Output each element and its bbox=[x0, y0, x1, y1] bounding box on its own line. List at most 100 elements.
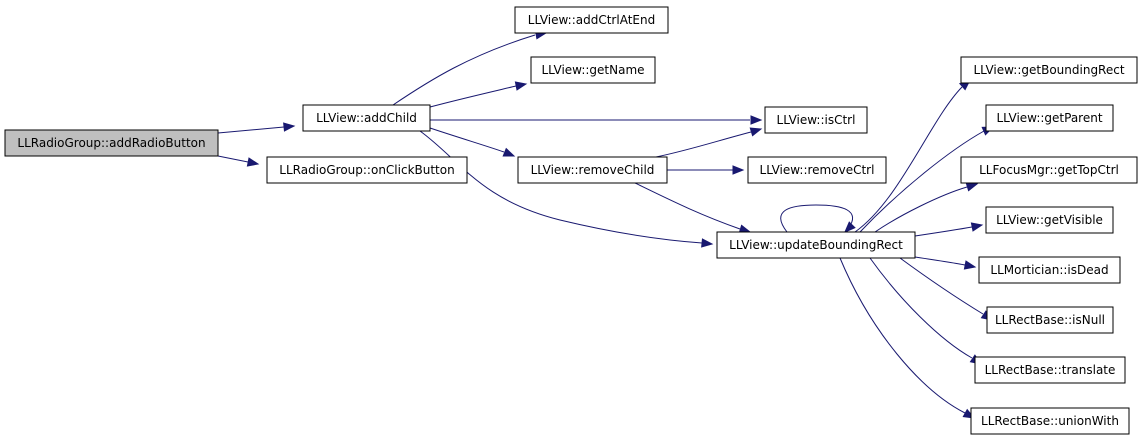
edge-n7-n15 bbox=[869, 257, 983, 365]
arrow-head bbox=[283, 122, 296, 132]
edge-n7-n16 bbox=[839, 257, 976, 419]
node-label: LLView::isCtrl bbox=[777, 113, 856, 127]
node-n12[interactable]: LLView::getVisible bbox=[985, 206, 1114, 234]
nodes-layer: LLRadioGroup::addRadioButton LLView::addC… bbox=[4, 6, 1138, 435]
edge-n6-n8 bbox=[667, 165, 745, 175]
node-n3[interactable]: LLView::addCtrlAtEnd bbox=[514, 6, 669, 34]
edge-n6-n5 bbox=[655, 127, 763, 158]
node-box[interactable] bbox=[986, 306, 1114, 334]
node-n8[interactable]: LLView::removeCtrl bbox=[747, 156, 887, 184]
node-n11[interactable]: LLFocusMgr::getTopCtrl bbox=[960, 156, 1138, 184]
edge-line bbox=[429, 85, 517, 108]
arrow-head bbox=[844, 221, 856, 233]
node-label: LLView::getVisible bbox=[996, 213, 1103, 227]
node-n6[interactable]: LLView::removeChild bbox=[517, 156, 668, 184]
edge-line bbox=[429, 127, 505, 153]
node-label: LLFocusMgr::getTopCtrl bbox=[979, 163, 1119, 177]
edges-layer bbox=[217, 30, 995, 419]
node-label: LLView::removeCtrl bbox=[760, 163, 875, 177]
edge-line bbox=[899, 257, 984, 315]
node-box[interactable] bbox=[985, 206, 1114, 234]
edge-n7-n13 bbox=[914, 256, 977, 270]
arrow-head bbox=[965, 182, 979, 192]
edge-line bbox=[914, 256, 966, 266]
edge-n7-n7 bbox=[780, 204, 856, 233]
edge-n7-n11 bbox=[874, 182, 979, 233]
node-label: LLRadioGroup::onClickButton bbox=[279, 163, 454, 177]
node-n2[interactable]: LLRadioGroup::onClickButton bbox=[266, 156, 468, 184]
node-label: LLRectBase::unionWith bbox=[981, 414, 1119, 428]
node-label: LLView::updateBoundingRect bbox=[729, 238, 903, 252]
edge-n0-n2 bbox=[217, 155, 260, 167]
edge-n7-n12 bbox=[914, 222, 984, 237]
node-n4[interactable]: LLView::getName bbox=[530, 56, 656, 84]
edge-line bbox=[859, 130, 985, 233]
node-label: LLView::addChild bbox=[316, 111, 417, 125]
edge-line bbox=[780, 204, 854, 233]
arrow-head bbox=[502, 147, 516, 157]
node-box[interactable] bbox=[978, 256, 1121, 284]
arrow-head bbox=[514, 81, 528, 91]
node-label: LLMortician::isDead bbox=[990, 263, 1108, 277]
node-box[interactable] bbox=[970, 407, 1130, 435]
arrow-head bbox=[749, 127, 763, 137]
arrow-head bbox=[970, 222, 984, 232]
node-n7[interactable]: LLView::updateBoundingRect bbox=[716, 231, 916, 259]
node-box[interactable] bbox=[985, 104, 1114, 132]
arrow-head bbox=[750, 115, 763, 125]
node-n9[interactable]: LLView::getBoundingRect bbox=[960, 56, 1138, 84]
node-box[interactable] bbox=[747, 156, 887, 184]
arrow-head bbox=[701, 238, 714, 248]
node-label: LLView::removeChild bbox=[531, 163, 655, 177]
node-n14[interactable]: LLRectBase::isNull bbox=[986, 306, 1114, 334]
node-box[interactable] bbox=[530, 56, 656, 84]
edge-n1-n7 bbox=[419, 130, 714, 248]
edge-line bbox=[217, 126, 285, 134]
edge-n1-n5 bbox=[430, 115, 763, 125]
node-n1[interactable]: LLView::addChild bbox=[302, 104, 431, 132]
node-box[interactable] bbox=[960, 56, 1138, 84]
node-label: LLView::getBoundingRect bbox=[973, 63, 1124, 77]
node-box[interactable] bbox=[974, 356, 1126, 384]
node-box[interactable] bbox=[716, 231, 916, 259]
node-box[interactable] bbox=[4, 129, 219, 157]
edge-n0-n1 bbox=[217, 122, 296, 134]
edge-line bbox=[655, 131, 752, 158]
node-n13[interactable]: LLMortician::isDead bbox=[978, 256, 1121, 284]
edge-line bbox=[914, 226, 973, 237]
edge-line bbox=[419, 130, 703, 244]
edge-line bbox=[874, 186, 968, 233]
node-label: LLView::addCtrlAtEnd bbox=[528, 13, 655, 27]
node-box[interactable] bbox=[960, 156, 1138, 184]
edge-n1-n3 bbox=[392, 30, 548, 106]
node-n16[interactable]: LLRectBase::unionWith bbox=[970, 407, 1130, 435]
node-n15[interactable]: LLRectBase::translate bbox=[974, 356, 1126, 384]
node-box[interactable] bbox=[764, 106, 868, 134]
edge-line bbox=[392, 34, 536, 106]
node-n5[interactable]: LLView::isCtrl bbox=[764, 106, 868, 134]
edge-line bbox=[869, 257, 973, 359]
node-box[interactable] bbox=[517, 156, 668, 184]
node-box[interactable] bbox=[266, 156, 468, 184]
edge-n1-n4 bbox=[429, 81, 528, 108]
node-label: LLView::getParent bbox=[996, 111, 1102, 125]
arrow-head bbox=[963, 260, 977, 270]
edge-n6-n7 bbox=[634, 182, 752, 234]
edge-n7-n9 bbox=[854, 79, 972, 233]
edge-line bbox=[854, 86, 963, 233]
node-box[interactable] bbox=[302, 104, 431, 132]
node-label: LLRectBase::isNull bbox=[995, 313, 1105, 327]
arrow-head bbox=[246, 157, 260, 167]
edge-line bbox=[839, 257, 966, 414]
edge-line bbox=[217, 155, 249, 163]
edge-line bbox=[634, 182, 741, 230]
node-label: LLRectBase::translate bbox=[985, 363, 1116, 377]
node-box[interactable] bbox=[514, 6, 669, 34]
node-label: LLView::getName bbox=[541, 63, 644, 77]
arrow-head bbox=[732, 165, 745, 175]
node-n10[interactable]: LLView::getParent bbox=[985, 104, 1114, 132]
edge-n1-n6 bbox=[429, 127, 516, 157]
node-label: LLRadioGroup::addRadioButton bbox=[17, 136, 205, 150]
node-n0[interactable]: LLRadioGroup::addRadioButton bbox=[4, 129, 219, 157]
